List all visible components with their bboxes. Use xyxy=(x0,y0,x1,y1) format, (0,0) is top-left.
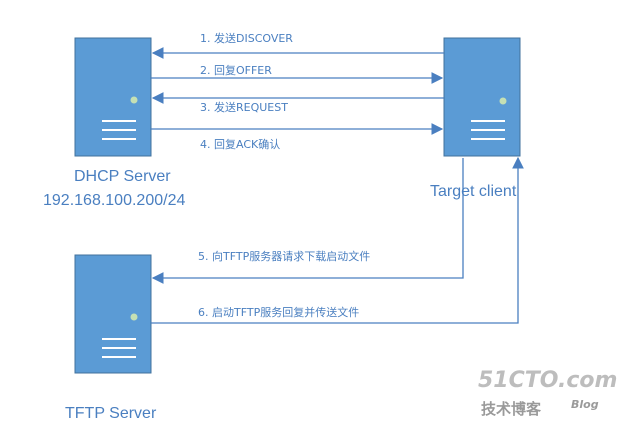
watermark-tagline: 技术博客 xyxy=(481,400,542,418)
dhcp-server-name: DHCP Server xyxy=(74,168,171,185)
message-label-offer: 2. 回复OFFER xyxy=(200,64,272,77)
message-label-request: 3. 发送REQUEST xyxy=(200,101,288,114)
client-server-icon xyxy=(443,37,521,157)
tftp-server-icon xyxy=(74,254,152,374)
message-label-tftp-transfer: 6. 启动TFTP服务回复并传送文件 xyxy=(198,306,360,319)
arrow-tftp-request xyxy=(151,158,464,284)
message-label-tftp-request: 5. 向TFTP服务器请求下载启动文件 xyxy=(198,250,371,263)
message-label-discover: 1. 发送DISCOVER xyxy=(200,32,293,45)
client-name: Target client xyxy=(430,183,517,200)
arrow-tftp-transfer xyxy=(151,156,524,324)
watermark-blog: Blog xyxy=(571,398,599,411)
dhcp-server-ip: 192.168.100.200/24 xyxy=(43,192,186,209)
watermark-site: 51CTO.com xyxy=(478,368,618,393)
message-label-ack: 4. 回复ACK确认 xyxy=(200,138,281,151)
dhcp-server-icon xyxy=(74,37,152,157)
tftp-server-name: TFTP Server xyxy=(65,405,157,422)
